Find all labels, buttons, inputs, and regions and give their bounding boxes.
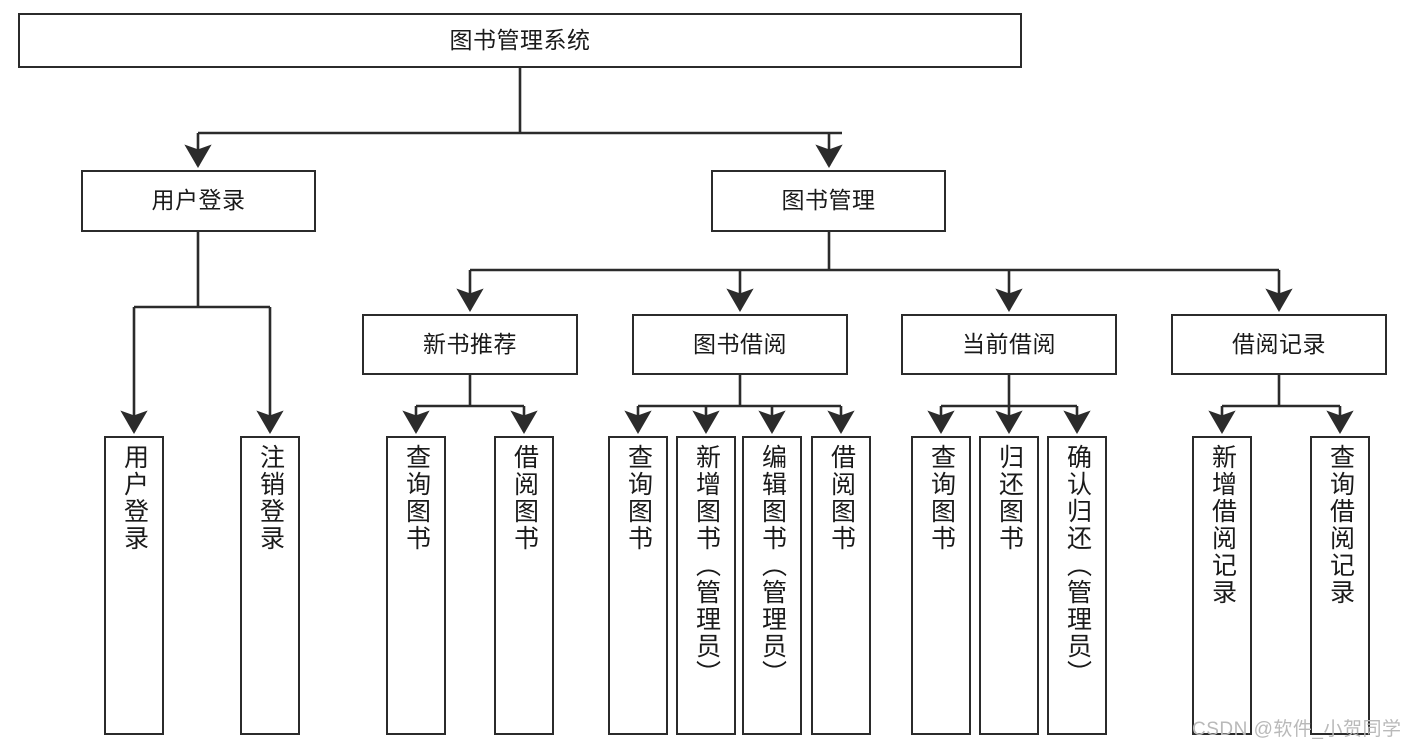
leaf-confirm-return-label: 确认归还（管理员） [1063,444,1092,687]
node-root-label: 图书管理系统 [449,26,591,53]
node-current-borrow-label: 当前借阅 [962,330,1056,357]
node-borrow-record-label: 借阅记录 [1232,330,1326,357]
leaf-logout-login-label: 注销登录 [256,444,285,552]
leaf-add-book-label: 新增图书（管理员） [692,444,721,687]
leaf-edit-book-label: 编辑图书（管理员） [758,444,787,687]
node-book-manage[interactable]: 图书管理 [711,170,946,232]
node-root[interactable]: 图书管理系统 [18,13,1022,68]
node-book-borrow[interactable]: 图书借阅 [632,314,848,375]
leaf-query-record-label: 查询借阅记录 [1326,444,1355,606]
leaf-query-book-2[interactable]: 查询图书 [608,436,668,735]
leaf-borrow-book-2[interactable]: 借阅图书 [811,436,871,735]
leaf-return-book[interactable]: 归还图书 [979,436,1039,735]
leaf-add-record-label: 新增借阅记录 [1208,444,1237,606]
node-current-borrow[interactable]: 当前借阅 [901,314,1117,375]
leaf-query-book-1[interactable]: 查询图书 [386,436,446,735]
node-book-borrow-label: 图书借阅 [693,330,787,357]
node-new-book-recommend[interactable]: 新书推荐 [362,314,578,375]
node-borrow-record[interactable]: 借阅记录 [1171,314,1387,375]
leaf-return-book-label: 归还图书 [995,444,1024,552]
leaf-logout-login[interactable]: 注销登录 [240,436,300,735]
leaf-query-book-3-label: 查询图书 [927,444,956,552]
leaf-borrow-book-1[interactable]: 借阅图书 [494,436,554,735]
leaf-borrow-book-1-label: 借阅图书 [510,444,539,552]
watermark-text: CSDN @软件_小贺同学 [1192,719,1402,740]
leaf-edit-book[interactable]: 编辑图书（管理员） [742,436,802,735]
node-user-login-label: 用户登录 [151,187,246,214]
leaf-query-book-3[interactable]: 查询图书 [911,436,971,735]
leaf-query-record[interactable]: 查询借阅记录 [1310,436,1370,735]
leaf-user-login[interactable]: 用户登录 [104,436,164,735]
leaf-confirm-return[interactable]: 确认归还（管理员） [1047,436,1107,735]
leaf-add-record[interactable]: 新增借阅记录 [1192,436,1252,735]
node-book-manage-label: 图书管理 [781,187,876,214]
node-user-login[interactable]: 用户登录 [81,170,316,232]
leaf-add-book[interactable]: 新增图书（管理员） [676,436,736,735]
leaf-query-book-2-label: 查询图书 [624,444,653,552]
leaf-user-login-label: 用户登录 [120,444,149,552]
leaf-query-book-1-label: 查询图书 [402,444,431,552]
leaf-borrow-book-2-label: 借阅图书 [827,444,856,552]
node-new-book-recommend-label: 新书推荐 [423,330,517,357]
